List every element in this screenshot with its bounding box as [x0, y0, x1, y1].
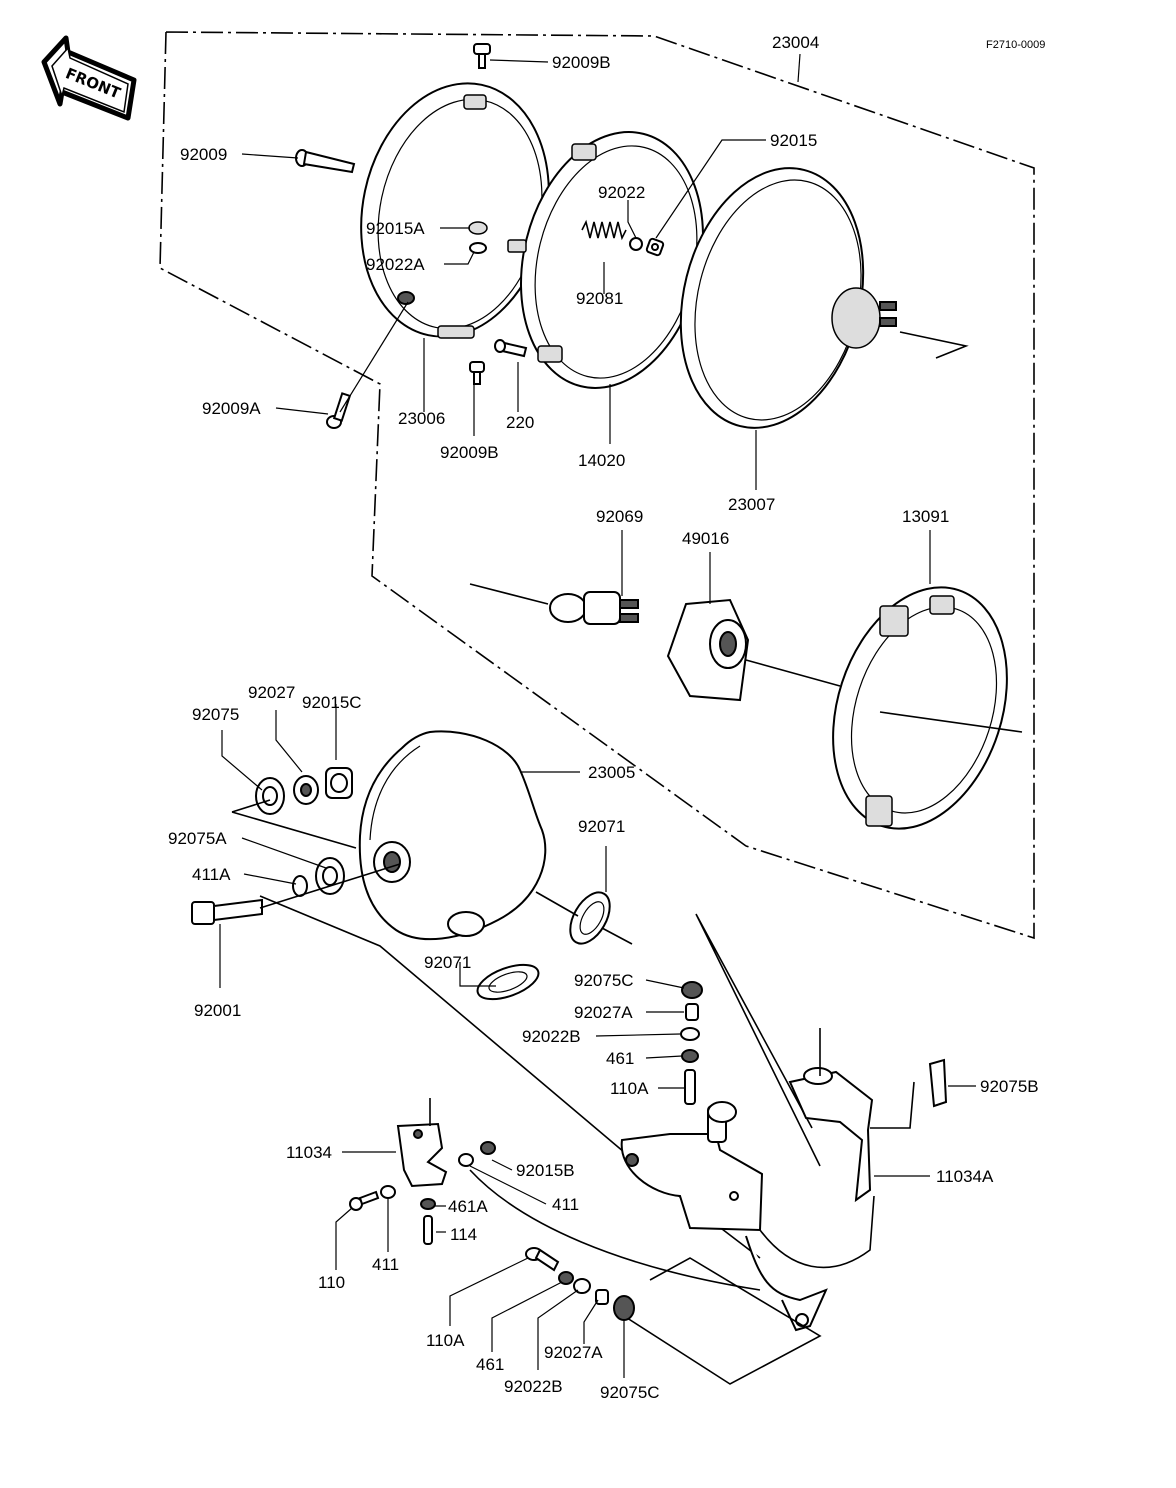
nut-461-top — [681, 1049, 699, 1063]
drawing-code: F2710-0009 — [986, 39, 1045, 51]
label-92009a: 92009A — [202, 399, 261, 418]
washer-92022 — [629, 237, 643, 251]
label-114: 114 — [450, 1225, 477, 1244]
screw-110 — [349, 1190, 380, 1211]
nut-461-bottom — [558, 1271, 574, 1285]
label-411-left: 411 — [372, 1255, 399, 1274]
screw-92009a — [326, 392, 352, 429]
label-92009b-top: 92009B — [552, 53, 611, 72]
label-110a-top: 110A — [610, 1079, 649, 1098]
bulb-92069 — [469, 583, 639, 625]
washer-92022a — [469, 242, 487, 254]
nut-92015b — [480, 1141, 496, 1155]
label-92027a-bottom: 92027A — [544, 1343, 603, 1362]
label-92071-left: 92071 — [424, 953, 471, 972]
screw-114 — [423, 1215, 433, 1245]
sealed-beam-23007 — [679, 167, 897, 429]
label-92022b-bottom: 92022B — [504, 1377, 563, 1396]
bracket-11034a — [788, 1028, 874, 1203]
label-49016: 49016 — [682, 529, 729, 548]
grommet-92075 — [255, 777, 285, 815]
washer-92022b-bottom — [573, 1278, 591, 1294]
label-92071-right: 92071 — [578, 817, 625, 836]
bolt-92001 — [191, 898, 263, 925]
nut-92015 — [645, 237, 665, 257]
grommet-92071-left — [476, 963, 540, 1001]
label-461-bottom: 461 — [476, 1355, 504, 1374]
lockwasher-461a — [420, 1198, 436, 1210]
label-411-right: 411 — [552, 1195, 579, 1214]
label-92022b-top: 92022B — [522, 1027, 581, 1046]
headlight-stay-bracket — [620, 1101, 875, 1332]
headlight-housing-23005 — [358, 730, 547, 941]
label-461-top: 461 — [606, 1049, 634, 1068]
label-92069: 92069 — [596, 507, 643, 526]
screw-92009b-top — [473, 43, 491, 69]
label-92015c: 92015C — [302, 693, 362, 712]
bracket-11034 — [396, 1098, 448, 1188]
washer-92022b-top — [680, 1027, 700, 1041]
washer-411a — [292, 875, 308, 897]
label-92015: 92015 — [770, 131, 817, 150]
label-92027: 92027 — [248, 683, 295, 702]
label-92022: 92022 — [598, 183, 645, 202]
label-92027a-top: 92027A — [574, 1003, 633, 1022]
label-92075c-top: 92075C — [574, 971, 634, 990]
collar-92027a-bottom — [595, 1289, 609, 1305]
cap-92075b — [870, 1058, 948, 1129]
washer-411-right — [458, 1153, 474, 1167]
label-110a-bottom: 110A — [426, 1331, 465, 1350]
label-220: 220 — [506, 413, 534, 432]
label-92015a: 92015A — [366, 219, 425, 238]
label-23005: 23005 — [588, 763, 635, 782]
boot-49016 — [666, 598, 750, 702]
label-14020: 14020 — [578, 451, 625, 470]
label-411a: 411A — [192, 865, 231, 884]
bolt-110a-bottom — [525, 1247, 560, 1272]
screw-92009b-bottom — [469, 361, 485, 385]
grommet-92075c-top — [681, 981, 703, 999]
assembly-boundary-23004 — [159, 31, 1035, 940]
label-461a: 461A — [448, 1197, 488, 1216]
grommet-92071-right — [569, 891, 611, 945]
label-11034: 11034 — [286, 1143, 332, 1162]
label-92075b: 92075B — [980, 1077, 1039, 1096]
label-92015b: 92015B — [516, 1161, 575, 1180]
nut-92015c — [325, 767, 353, 799]
label-13091: 13091 — [902, 507, 949, 526]
label-11034a: 11034A — [936, 1167, 994, 1186]
grommet-92075c-bottom — [613, 1295, 635, 1321]
spring-92081 — [581, 219, 627, 241]
label-92081: 92081 — [576, 289, 623, 308]
bolt-92009 — [295, 149, 356, 174]
label-92001: 92001 — [194, 1001, 241, 1020]
label-92009: 92009 — [180, 145, 227, 164]
label-92075a: 92075A — [168, 829, 227, 848]
label-23006: 23006 — [398, 409, 445, 428]
label-23004: 23004 — [772, 33, 819, 52]
label-110: 110 — [318, 1273, 345, 1292]
collar-92027 — [293, 775, 319, 805]
part-labels: 23004 92009B 92009 92015 92022 92015A 92… — [168, 33, 1039, 1402]
front-arrow-icon: FRONT — [41, 35, 137, 121]
leader-lines — [219, 53, 976, 1378]
screw-220 — [494, 339, 528, 358]
label-23007: 23007 — [728, 495, 775, 514]
label-92075c-bottom: 92075C — [600, 1383, 660, 1402]
label-92075: 92075 — [192, 705, 239, 724]
label-92022a: 92022A — [366, 255, 425, 274]
washer-411-left — [380, 1185, 396, 1199]
collar-92027a-top — [685, 1003, 699, 1021]
frame-13091 — [832, 586, 1008, 830]
bolt-110a-top — [684, 1069, 696, 1105]
label-92009b-bottom: 92009B — [440, 443, 499, 462]
nut-92015a — [468, 221, 488, 235]
